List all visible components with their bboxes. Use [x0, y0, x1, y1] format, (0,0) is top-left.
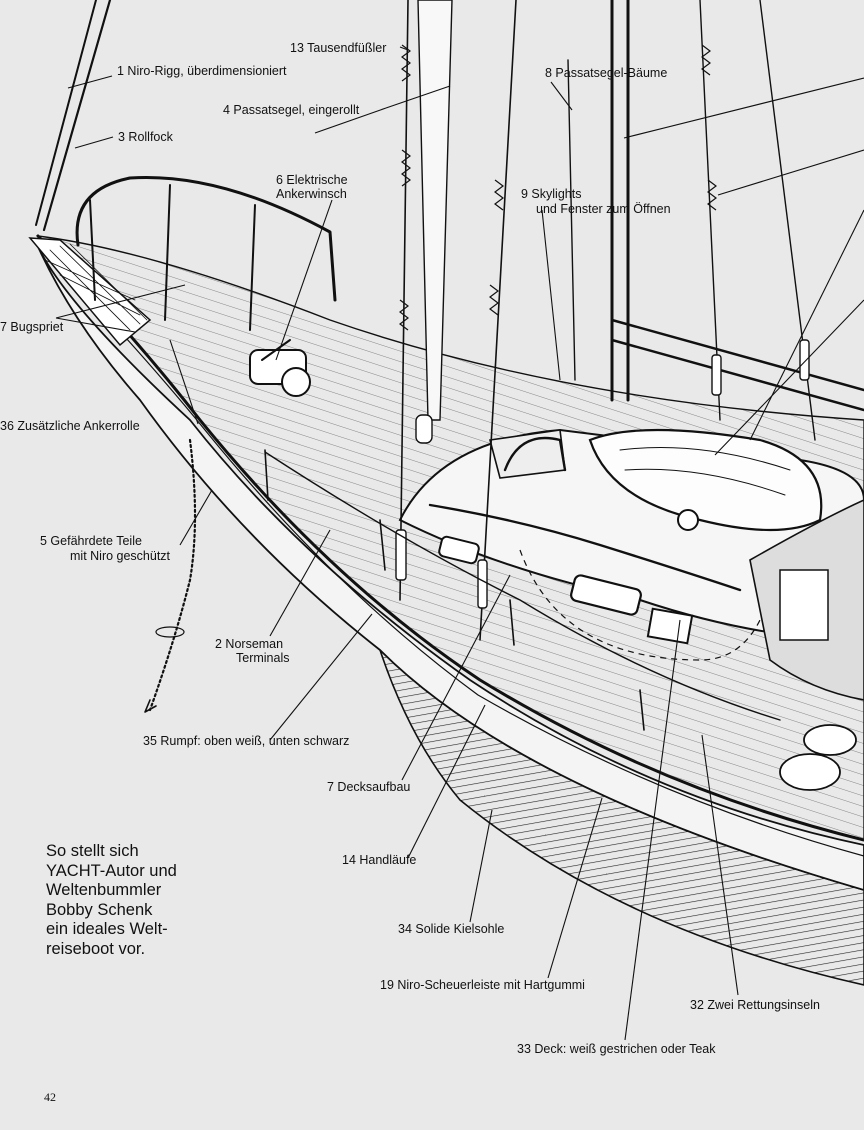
leader-lines	[55, 46, 864, 1041]
caption-line: reiseboot vor.	[46, 939, 146, 958]
caption-line: Bobby Schenk	[46, 900, 153, 919]
caption-line: So stellt sich	[46, 842, 139, 860]
label-9-line2: und Fenster zum Öffnen	[536, 202, 671, 216]
label-5-line1: 5 Gefährdete Teile	[40, 534, 142, 548]
label-13: 13 Tausendfüßler	[290, 41, 386, 55]
anchor-winch	[249, 339, 311, 397]
label-4: 4 Passatsegel, eingerollt	[223, 103, 360, 117]
label-1: 1 Niro-Rigg, überdimensioniert	[117, 64, 287, 78]
upper-hull	[34, 239, 864, 891]
label-33: 33 Deck: weiß gestrichen oder Teak	[517, 1042, 716, 1056]
label-19: 19 Niro-Scheuerleiste mit Hartgummi	[380, 978, 585, 992]
caption-line: ein ideales Welt-	[46, 920, 168, 938]
label-7-bowsprit: 7 Bugspriet	[0, 320, 64, 334]
label-2-line1: 2 Norseman	[215, 637, 283, 651]
label-34: 34 Solide Kielsohle	[398, 922, 504, 936]
label-35: 35 Rumpf: oben weiß, unten schwarz	[143, 734, 349, 748]
label-32: 32 Zwei Rettungsinseln	[690, 998, 820, 1012]
boat-drawing	[28, 0, 864, 986]
label-5-line2: mit Niro geschützt	[70, 549, 171, 563]
label-2-line2: Terminals	[236, 651, 290, 665]
caption-line: YACHT-Autor und	[46, 861, 177, 880]
label-3: 3 Rollfock	[118, 130, 174, 144]
label-7-deckhouse: 7 Decksaufbau	[327, 780, 410, 794]
caption: So stellt sich YACHT-Autor und Weltenbum…	[46, 842, 246, 959]
label-9-line1: 9 Skylights	[521, 187, 581, 201]
caption-line: Weltenbummler	[46, 881, 162, 899]
label-8: 8 Passatsegel-Bäume	[545, 66, 667, 80]
label-36: 36 Zusätzliche Ankerrolle	[0, 419, 140, 433]
label-6-line1: 6 Elektrische	[276, 173, 348, 187]
callout-labels: 1 Niro-Rigg, überdimensioniert 3 Rollfoc…	[0, 41, 820, 1056]
page-number: 42	[44, 1090, 56, 1104]
label-6-line2: Ankerwinsch	[276, 187, 347, 201]
label-14: 14 Handläufe	[342, 853, 416, 867]
